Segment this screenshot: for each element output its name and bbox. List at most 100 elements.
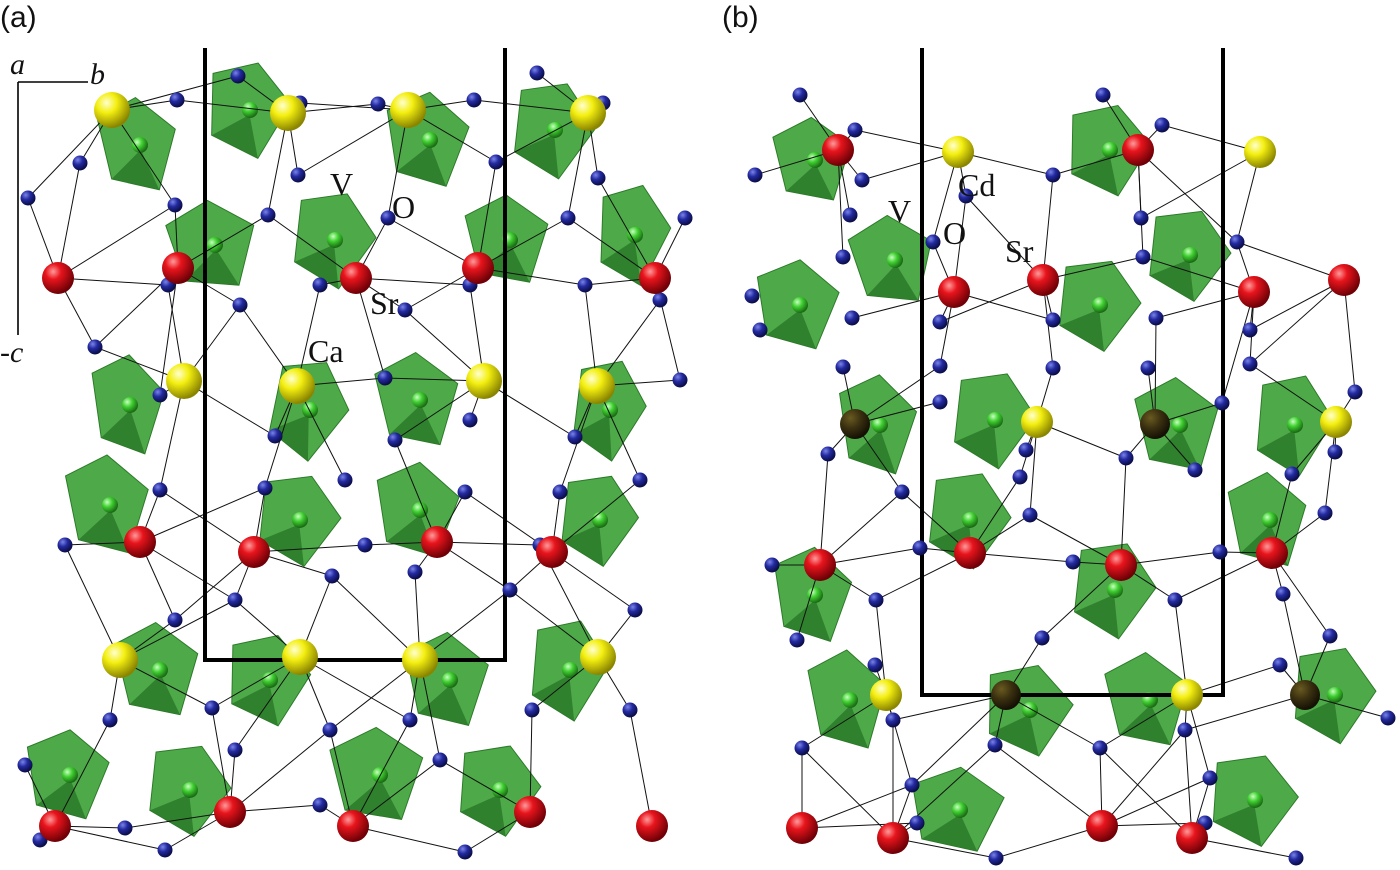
bond-a-sr10-4 — [124, 811, 231, 829]
tetrahedron-shade-a-11 — [573, 414, 612, 462]
v-atom-a-5 — [327, 232, 343, 248]
o-atom-b-35 — [1187, 462, 1203, 478]
tetrahedron-shade-b-19 — [1213, 804, 1262, 847]
o-atom-b-0 — [792, 87, 808, 103]
o-atom-b-26 — [1347, 384, 1363, 400]
o-atom-a-30 — [567, 429, 583, 445]
o-atom-b-38 — [1317, 505, 1333, 521]
o-atom-b-10 — [835, 249, 851, 265]
bond-b-sr2-5 — [851, 291, 955, 319]
tetrahedron-shade-a-1 — [211, 114, 258, 159]
v-atom-a-21 — [182, 782, 198, 798]
o-atom-b-23 — [1045, 360, 1061, 376]
tetrahedron-shade-b-15 — [989, 714, 1039, 756]
o-atom-a-42 — [324, 568, 340, 584]
o-atom-a-49 — [322, 722, 338, 738]
ca-atom-a-8 — [102, 642, 138, 678]
o-atom-b-55 — [1177, 722, 1193, 738]
tetrahedron-a-16 — [114, 621, 199, 716]
o-atom-a-16 — [20, 190, 36, 206]
ca-atom-a-7 — [579, 368, 615, 404]
tetrahedron-shade-a-16 — [129, 674, 181, 715]
bond-b-sr13-2 — [1191, 837, 1297, 859]
v-atom-b-13 — [1107, 582, 1123, 598]
tetrahedron-a-15 — [561, 475, 640, 567]
bond-a-sr1-5 — [159, 267, 179, 396]
v-atom-b-2 — [887, 252, 903, 268]
tetrahedron-a-11 — [573, 360, 647, 462]
bond-b-sr2-4 — [953, 291, 1054, 321]
bond-b-sr13-4 — [1099, 747, 1193, 839]
sr-atom-b-11 — [877, 822, 909, 854]
bond-a-ca2-5 — [297, 109, 409, 176]
cd-atom-b-3 — [1320, 406, 1352, 438]
o-atom-a-33 — [257, 480, 273, 496]
tetrahedron-shade-b-6 — [848, 429, 896, 474]
bond-b-sr9-3 — [819, 547, 921, 566]
sr-atom-b-0 — [822, 134, 854, 166]
bond-a-sr7-5 — [394, 439, 438, 543]
bond-a-ca8-4 — [119, 599, 236, 661]
tetrahedron-shade-a-13 — [259, 524, 305, 567]
ca-atom-a-3 — [570, 95, 606, 131]
tetrahedron-a-10 — [374, 351, 459, 446]
bond-b-sr9-4 — [819, 491, 903, 566]
mixed-site-atom-b-3 — [1290, 680, 1320, 710]
bond-b-mx0-4 — [854, 365, 941, 425]
sr-atom-a-2 — [340, 262, 372, 294]
ca-atom-a-4 — [166, 363, 202, 399]
tetrahedron-shade-b-4 — [766, 309, 816, 349]
sr-atom-a-1 — [162, 252, 194, 284]
o-atom-a-52 — [622, 702, 638, 718]
bond-b-sr1-5 — [1137, 149, 1238, 243]
v-atom-b-19 — [1247, 792, 1263, 808]
o-atom-b-57 — [904, 777, 920, 793]
tetrahedron-shade-a-7 — [601, 239, 642, 286]
v-atom-a-2 — [422, 132, 438, 148]
bond-b-sr10-2 — [801, 784, 913, 829]
bond-b-cd5-4 — [1099, 694, 1188, 749]
sr-atom-a-3 — [462, 252, 494, 284]
bond-b-sr3-5 — [965, 195, 1044, 281]
bond-a-sr4-5 — [597, 177, 656, 279]
bond-a-sr9-4 — [54, 719, 111, 827]
o-atom-b-20 — [752, 322, 768, 338]
o-atom-b-7 — [958, 188, 974, 204]
tetrahedron-shade-b-9 — [1257, 429, 1300, 477]
o-atom-a-51 — [524, 702, 540, 718]
sr-atom-a-0 — [42, 262, 74, 294]
o-atom-b-4 — [1154, 117, 1170, 133]
tetrahedron-a-20 — [26, 729, 110, 820]
o-atom-b-52 — [885, 712, 901, 728]
o-atom-b-2 — [747, 167, 763, 183]
mixed-site-atom-b-1 — [1140, 409, 1170, 439]
tetrahedron-shade-a-2 — [396, 144, 447, 187]
unit-cell-layer — [203, 48, 1225, 697]
o-atom-b-59 — [988, 850, 1004, 866]
bond-b-mx2-4 — [911, 694, 1007, 786]
v-atom-b-11 — [1262, 512, 1278, 528]
bond-a-ca0-3 — [27, 109, 113, 199]
tetrahedron-shade-b-14 — [820, 704, 869, 748]
bond-a-sr6-4 — [253, 544, 366, 553]
v-atom-a-23 — [492, 782, 508, 798]
bond-a-ca9-4 — [234, 656, 301, 751]
o-atom-b-11 — [1133, 210, 1149, 226]
v-atom-b-17 — [1327, 687, 1343, 703]
o-atom-a-12 — [488, 154, 504, 170]
o-atom-a-44 — [502, 582, 518, 598]
o-atom-a-1 — [169, 92, 185, 108]
sr-atom-b-1 — [1122, 134, 1154, 166]
label-o-b: O — [943, 215, 966, 251]
tetrahedron-shade-a-15 — [562, 524, 604, 567]
bond-b-cd0-2 — [957, 151, 1054, 176]
tetrahedron-shade-a-3 — [514, 134, 559, 179]
bond-b-cd0-3 — [861, 151, 959, 181]
sr-atom-b-8 — [1256, 537, 1288, 569]
o-atom-a-47 — [102, 712, 118, 728]
bond-b-sr3-3 — [1042, 174, 1054, 281]
o-atom-a-37 — [632, 472, 648, 488]
tetrahedron-a-9 — [269, 362, 350, 462]
bond-a-sr0-4 — [57, 204, 176, 279]
